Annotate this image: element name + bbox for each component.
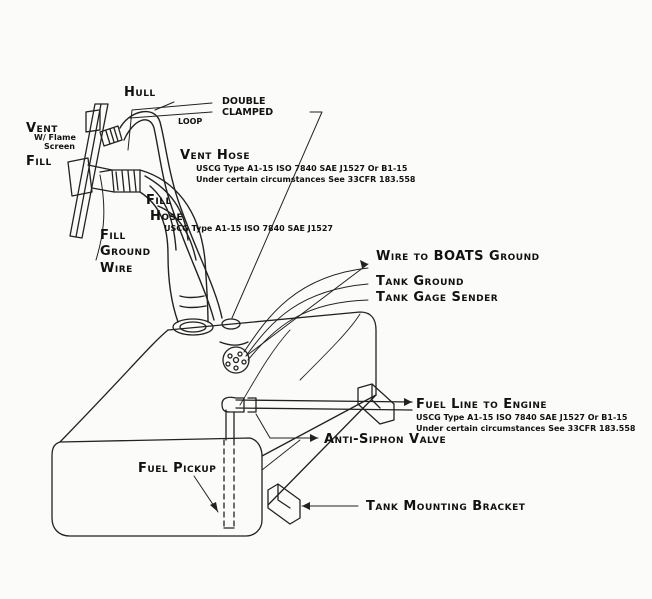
vent-hose: [119, 110, 223, 321]
sender-wires: [243, 267, 369, 361]
label-loop: LOOP: [178, 117, 203, 126]
fuel-line-spec-2: Under certain circumstances See 33CFR 18…: [416, 424, 636, 433]
label-tank-ground: Tank Ground: [376, 274, 464, 289]
fuel-line-spec-1: USCG Type A1-15 ISO 7840 SAE J1527 Or B1…: [416, 413, 628, 422]
label-fill-hose-1: Fill: [146, 193, 172, 208]
label-fill-ground-3: Wire: [100, 261, 133, 276]
label-fill-ground-1: Fill: [100, 228, 126, 243]
label-fill-hose-2: Hose: [150, 209, 184, 224]
vent-hose-spec-1: USCG Type A1-15 ISO 7840 SAE J1527 Or B1…: [196, 164, 408, 173]
gauge-sender: [222, 346, 250, 374]
mounting-bracket: [267, 483, 301, 525]
label-clamped: CLAMPED: [222, 107, 274, 118]
label-wire-to-ground: Wire to BOATS Ground: [376, 249, 540, 264]
label-vent-sub2: Screen: [44, 142, 75, 151]
label-vent-hose: Vent Hose: [180, 148, 251, 163]
vent-hose-spec-2: Under certain circumstances See 33CFR 18…: [196, 175, 416, 184]
fuel-pickup: [223, 439, 235, 529]
label-fuel-pickup: Fuel Pickup: [138, 461, 217, 476]
label-double: DOUBLE: [222, 96, 266, 107]
label-fuel-line: Fuel Line to Engine: [416, 397, 548, 412]
hull-plate: [69, 103, 109, 239]
label-anti-siphon: Anti-Siphon Valve: [324, 432, 447, 447]
leader-lines: [127, 101, 369, 513]
arrowheads: [210, 260, 412, 512]
label-tank-gage-sender: Tank Gage Sender: [376, 290, 499, 305]
vent-fitting: [85, 109, 123, 147]
label-fill: Fill: [26, 154, 52, 169]
label-vent: Vent: [26, 121, 58, 136]
label-fill-ground-2: Ground: [100, 244, 151, 259]
fill-ground-wire: [95, 174, 105, 261]
fuel-line: [221, 396, 413, 441]
fill-hose: [139, 169, 209, 323]
upper-bracket: [357, 383, 395, 425]
fill-hose-spec: USCG Type A1-15 ISO 7840 SAE J1527: [164, 224, 333, 233]
label-hull: Hull: [124, 85, 156, 100]
label-vent-sub1: W/ Flame: [34, 133, 76, 142]
tank-body: [51, 311, 377, 537]
label-tank-bracket: Tank Mounting Bracket: [366, 499, 526, 514]
